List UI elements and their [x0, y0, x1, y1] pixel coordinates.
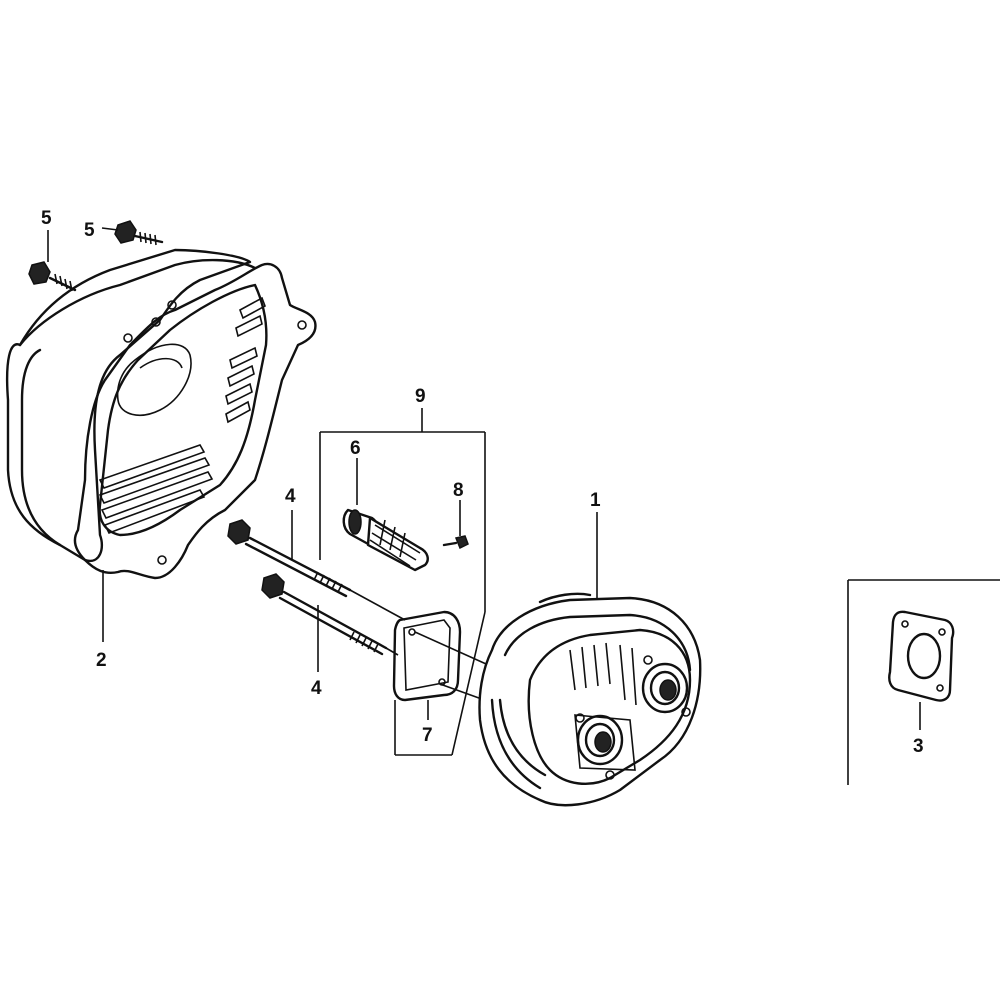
bolt-lower: [261, 573, 388, 656]
callout-spark-arrester: 6: [350, 438, 361, 459]
arrester-screw: [442, 535, 469, 550]
leader-bolt-upper-to-cover: [349, 589, 406, 621]
bolt-upper: [227, 519, 352, 598]
callout-bolt-upper: 4: [285, 486, 296, 507]
leader-bolt-lower-to-cover: [385, 647, 399, 656]
callout-arrester-cover: 7: [422, 725, 433, 746]
callout-screw-left: 5: [41, 208, 52, 229]
screw-left: [28, 261, 77, 292]
callout-gasket: 3: [913, 736, 924, 757]
spark-arrester: [342, 508, 429, 572]
callout-protector: 2: [96, 650, 107, 671]
callout-muffler: 1: [590, 490, 601, 511]
callout-arrester-screw: 8: [453, 480, 464, 501]
callout-bolt-lower: 4: [311, 678, 322, 699]
muffler: [478, 592, 702, 807]
gasket: [888, 610, 955, 702]
callout-arrester-set: 9: [415, 386, 426, 407]
muffler-protector: [5, 248, 317, 580]
arrester-set-bracket: [319, 431, 486, 756]
leader-cover-to-muffler-top: [414, 631, 496, 669]
leader-5-top: [101, 227, 119, 231]
gasket-frame: [847, 579, 1000, 785]
screw-top: [114, 220, 164, 246]
callout-screw-top: 5: [84, 220, 95, 241]
arrester-cover: [392, 610, 462, 702]
